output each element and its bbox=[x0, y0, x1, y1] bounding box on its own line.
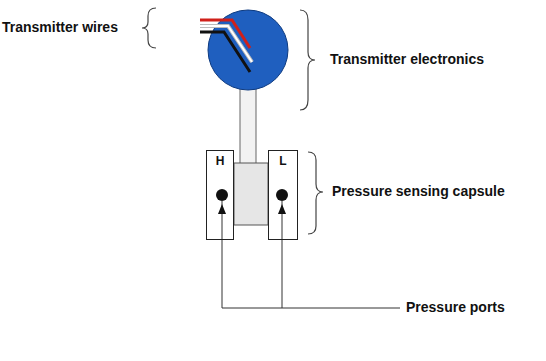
callout-label: Transmitter wires bbox=[2, 19, 118, 36]
bracket bbox=[300, 10, 315, 110]
callout-label: Pressure sensing capsule bbox=[332, 183, 505, 200]
port-line bbox=[282, 201, 283, 308]
callout-label: Pressure ports bbox=[406, 299, 505, 316]
port-letter: H bbox=[207, 151, 233, 168]
pressure-arrow bbox=[278, 204, 286, 214]
bracket bbox=[308, 152, 323, 234]
bracket bbox=[142, 8, 156, 48]
port-letter: L bbox=[269, 151, 297, 168]
pressure-arrow bbox=[218, 204, 226, 214]
electronics-housing bbox=[208, 10, 288, 90]
callout-label: Transmitter electronics bbox=[330, 51, 484, 68]
diaphragm-dot bbox=[216, 189, 228, 201]
port-chamber: H bbox=[206, 150, 234, 240]
port-line bbox=[222, 201, 400, 308]
diaphragm-dot bbox=[276, 189, 288, 201]
wire bbox=[200, 32, 250, 72]
port-chamber: L bbox=[268, 150, 298, 240]
capsule-body bbox=[234, 163, 268, 225]
stem bbox=[240, 86, 256, 166]
